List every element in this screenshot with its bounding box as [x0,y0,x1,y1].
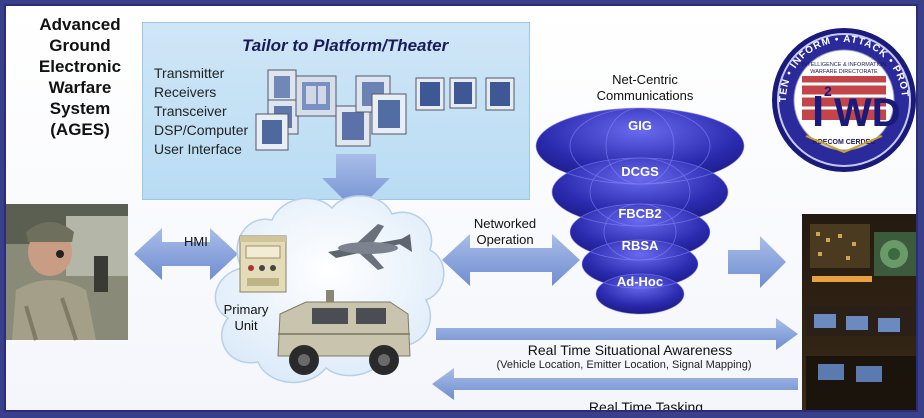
tasking-label: Real Time Tasking [588,399,704,412]
networked-operation-label: Networked Operation [464,216,546,248]
component-item: Transmitter [154,65,225,81]
logo-bottom-text: RDECOM CERDEC [813,139,876,146]
component-item: DSP/Computer [154,122,249,138]
primary-unit-line: Unit [234,318,258,333]
net-centric-title: Net-Centric Communications [586,72,704,104]
uav-drone [328,224,412,270]
layer-ad-hoc: Ad-Hoc [616,274,664,289]
component-list: Transmitter Receivers Transceiver DSP/Co… [154,64,248,159]
net-centric-funnel [535,107,745,315]
component-item: User Interface [154,141,242,157]
output-arrow [728,236,786,288]
diagram-page: Advanced Ground Electronic Warfare Syste… [4,4,918,412]
soldier-photo [6,204,128,341]
networked-operation-line: Operation [476,232,534,247]
logo-mark-i: I [812,87,824,136]
logo-top-line: INTELLIGENCE & INFORMATION [802,62,887,68]
primary-unit-line: Primary [223,302,269,317]
layer-rbsa: RBSA [621,238,659,253]
primary-unit-device [239,235,287,293]
title-line: System [49,99,111,118]
layer-gig: GIG [628,118,652,133]
title-line: Ground [49,36,111,55]
net-centric-line: Communications [596,88,694,103]
networked-operation-arrow [442,234,580,286]
hmi-label: HMI [184,234,208,249]
diagram-graphics: LISTEN • INFORM • ATTACK • PROTECT INTEL… [6,6,916,410]
system-title: Advanced Ground Electronic Warfare Syste… [12,14,148,140]
layer-dcgs: DCGS [621,164,659,179]
armored-vehicle [277,290,411,375]
component-item: Receivers [154,84,217,100]
electronics-modules [255,69,515,151]
networked-operation-line: Networked [473,216,537,231]
title-line: (AGES) [50,120,110,139]
primary-unit-label: Primary Unit [216,302,276,334]
tasking-arrow [432,368,798,400]
logo-mark-wd: WD [834,91,901,135]
hmi-arrow [134,228,238,280]
logo-mark-sup: 2 [824,83,832,99]
tailor-down-arrow [322,154,390,212]
rtsa-label: Real Time Situational Awareness [527,342,733,358]
title-line: Warfare [48,78,112,97]
rtsa-detail: (Vehicle Location, Emitter Location, Sig… [496,359,752,371]
net-centric-line: Net-Centric [612,72,678,87]
component-item: Transceiver [154,103,227,119]
rtsa-arrow [436,318,798,350]
command-center-photo [802,214,916,410]
title-line: Electronic [38,57,122,76]
tailor-title: Tailor to Platform/Theater [242,36,449,55]
layer-fbcb2: FBCB2 [618,206,662,221]
logo-top-line: WARFARE DIRECTORATE [810,69,878,75]
title-line: Advanced [39,15,121,34]
